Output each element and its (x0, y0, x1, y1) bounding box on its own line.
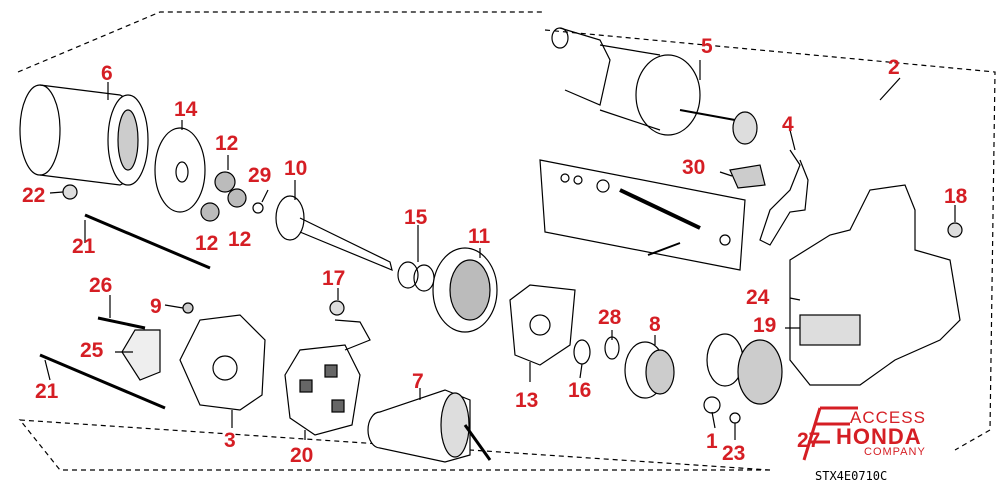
logo-line-2: HONDA (836, 424, 922, 449)
callout-26: 26 (89, 274, 113, 297)
callout-29: 29 (248, 164, 272, 187)
through-bolt-part (84, 213, 211, 270)
stop-ring-part (573, 339, 591, 365)
through-bolt-part (39, 353, 166, 410)
logo-line-1: ACCESS (850, 408, 926, 427)
brush-holder-part (284, 319, 371, 436)
callout-4: 4 (782, 113, 794, 136)
yoke-housing-part (19, 84, 149, 186)
end-cover-part (179, 314, 266, 411)
internal-gear-part (432, 247, 498, 333)
callout-22: 22 (22, 184, 46, 207)
callout-21b: 21 (35, 380, 59, 403)
callout-8: 8 (649, 313, 661, 336)
callout-28: 28 (598, 306, 622, 329)
callout-19: 19 (753, 314, 777, 337)
ring-part (397, 261, 419, 289)
solenoid-part (551, 27, 758, 145)
plate-part (154, 127, 206, 213)
diagram-code: STX4E0710C (815, 469, 888, 483)
clutch-gear-part (706, 333, 783, 405)
callout-7: 7 (412, 370, 424, 393)
callout-11: 11 (468, 225, 491, 248)
callout-15: 15 (404, 206, 428, 229)
gear-plate-part (509, 284, 576, 366)
callout-17: 17 (322, 267, 346, 290)
shift-lever-part (759, 149, 809, 246)
logo-line-3: COMPANY (864, 446, 926, 458)
callout-16: 16 (568, 379, 592, 402)
callout-12c: 12 (228, 228, 252, 251)
callout-24: 24 (746, 286, 770, 309)
planetary-gear-part (200, 202, 220, 222)
snap-ring-part (729, 412, 741, 424)
screw-part (97, 316, 146, 330)
ring-part (413, 264, 435, 292)
subkit-box (539, 159, 746, 271)
gear-shaft-part (275, 195, 393, 272)
callout-18: 18 (944, 185, 968, 208)
callout-30: 30 (682, 156, 706, 179)
planetary-gear-part (227, 188, 247, 208)
nut-part (947, 222, 963, 238)
logo-mark-icon (802, 406, 858, 461)
cap-part (729, 164, 766, 189)
callout-1: 1 (706, 430, 718, 453)
callout-5: 5 (701, 35, 713, 58)
access-honda-logo: ACCESS HONDA COMPANY (800, 402, 970, 462)
assembly-outline (17, 11, 996, 471)
callout-2: 2 (888, 56, 900, 79)
bracket-part (121, 329, 161, 381)
callout-14: 14 (174, 98, 198, 121)
washer-part (252, 202, 264, 214)
snap-ring-part (604, 336, 620, 360)
armature-part (367, 389, 492, 463)
nut-part (329, 300, 345, 316)
nut-part (62, 184, 78, 200)
callout-20: 20 (290, 444, 314, 467)
callout-9: 9 (150, 295, 162, 318)
front-housing-part (789, 184, 961, 386)
callout-25: 25 (80, 339, 104, 362)
callout-10: 10 (284, 157, 308, 180)
planetary-gear-part (214, 171, 236, 193)
washer-part (703, 396, 721, 414)
pinion-part (624, 341, 675, 399)
callout-12b: 12 (195, 232, 219, 255)
callout-21a: 21 (72, 235, 96, 258)
callout-12a: 12 (215, 132, 239, 155)
callout-23: 23 (722, 442, 746, 465)
screw-part (182, 302, 194, 314)
callout-6: 6 (101, 62, 113, 85)
callout-13: 13 (515, 389, 539, 412)
callout-3: 3 (224, 429, 236, 452)
